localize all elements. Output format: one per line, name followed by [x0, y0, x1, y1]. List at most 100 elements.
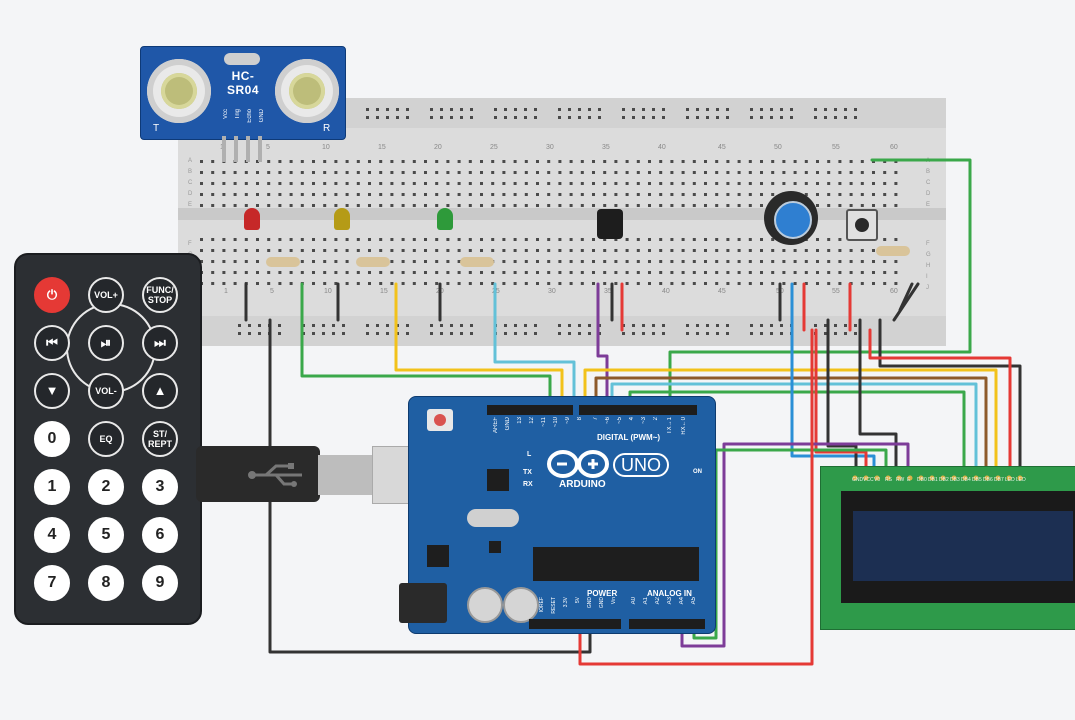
ir-remote[interactable]: ⏻ VOL+ FUNC/ STOP ⏮ ⏯ ⏭ ▼ VOL- ▲ 0 EQ ST… [14, 253, 202, 625]
pin-label: TX→1 [667, 417, 673, 435]
lcd-pin-label: RS [885, 477, 892, 483]
sensor-crystal [224, 53, 260, 65]
remote-st-rept-button[interactable]: ST/ REPT [142, 421, 178, 457]
breadboard-row-letters-right: A B C D E F G H I J [926, 156, 934, 294]
row-letter: I [926, 274, 928, 280]
row-letter: B [188, 169, 193, 175]
lcd-pin-label: LED [1005, 477, 1015, 483]
pin-label: Vin [611, 597, 617, 605]
lcd-pin-label: VCC [863, 477, 874, 483]
arduino-capacitor [467, 587, 503, 623]
led-green[interactable] [437, 208, 453, 230]
pin-label: RESET [551, 597, 557, 614]
usb-cable-plug[interactable] [196, 446, 320, 502]
potentiometer[interactable] [764, 191, 818, 245]
usb-cable-neck [318, 455, 374, 495]
resistor[interactable] [356, 257, 390, 267]
remote-power-button[interactable]: ⏻ [34, 277, 70, 313]
lcd-pin-label: DB3 [950, 477, 960, 483]
pin-label: RX←0 [681, 417, 687, 435]
led-red[interactable] [244, 208, 260, 230]
lcd-pin-label: V0 [874, 477, 881, 483]
row-letter: A [188, 158, 193, 164]
pin-label: ~3 [641, 417, 647, 424]
col-num: 50 [776, 288, 784, 295]
arduino-crystal [467, 509, 519, 527]
row-letter: G [926, 252, 931, 258]
led-yellow[interactable] [334, 208, 350, 230]
remote-digit-3[interactable]: 3 [142, 469, 178, 505]
row-letter: E [188, 202, 193, 208]
pin-label: 8 [577, 417, 583, 421]
pin-label: 7 [593, 417, 599, 421]
remote-down-button[interactable]: ▼ [34, 373, 70, 409]
pin-label: 13 [517, 417, 523, 424]
remote-vol-up-button[interactable]: VOL+ [88, 277, 124, 313]
arduino-microcontroller [533, 547, 699, 581]
remote-digit-9[interactable]: 9 [142, 565, 178, 601]
lcd-display[interactable]: GND VCC V0 RS RW E DB0 DB1 DB2 DB3 DB4 D… [820, 466, 1075, 630]
sensor-transmitter [147, 59, 211, 123]
remote-digit-2[interactable]: 2 [88, 469, 124, 505]
arduino-reset-button[interactable] [427, 409, 453, 431]
arduino-uno-board[interactable]: AREF GND 13 12 ~11 ~10 ~9 8 7 ~6 ~5 4 ~3… [399, 396, 716, 634]
row-letter: F [926, 241, 930, 247]
pin-label: 2 [653, 417, 659, 421]
sensor-pin-label: GND [259, 109, 265, 123]
remote-vol-down-button[interactable]: VOL- [88, 373, 124, 409]
col-num: 5 [266, 144, 270, 151]
push-button[interactable] [846, 209, 878, 241]
remote-prev-button[interactable]: ⏮ [34, 325, 70, 361]
col-num: 40 [658, 144, 666, 151]
row-letter: C [926, 180, 931, 186]
remote-next-button[interactable]: ⏭ [142, 325, 178, 361]
lcd-pin-label: DB5 [972, 477, 982, 483]
remote-digit-5[interactable]: 5 [88, 517, 124, 553]
pin-label: 3.3V [563, 597, 569, 608]
pin-label: 4 [629, 417, 635, 421]
pin-label: ~10 [553, 417, 559, 428]
lcd-pin-label: DB6 [983, 477, 993, 483]
resistor[interactable] [266, 257, 300, 267]
arduino-regulator [427, 545, 449, 567]
arduino-led-rx-label: RX [523, 481, 533, 488]
pin-label: ~11 [541, 417, 547, 427]
remote-play-pause-button[interactable]: ⏯ [88, 325, 124, 361]
arduino-digital-header-right [579, 405, 697, 415]
lcd-screen [853, 511, 1073, 581]
remote-digit-0[interactable]: 0 [34, 421, 70, 457]
remote-up-button[interactable]: ▲ [142, 373, 178, 409]
remote-digit-8[interactable]: 8 [88, 565, 124, 601]
col-num: 60 [890, 288, 898, 295]
remote-digit-1[interactable]: 1 [34, 469, 70, 505]
remote-func-stop-button[interactable]: FUNC/ STOP [142, 277, 178, 313]
lcd-pin-label: DB4 [961, 477, 971, 483]
ir-receiver[interactable] [597, 209, 623, 239]
arduino-usb-chip [487, 469, 509, 491]
lcd-pin-labels: GND VCC V0 RS RW E DB0 DB1 DB2 DB3 DB4 D… [849, 477, 1029, 491]
sensor-r-mark: R [323, 123, 331, 134]
arduino-analog-header [629, 619, 705, 629]
arduino-power-pin-labels: IOREF RESET 3.3V 5V GND GND Vin [539, 597, 629, 619]
resistor[interactable] [876, 246, 910, 256]
sensor-t-mark: T [153, 123, 160, 134]
arduino-infinity-logo-icon [547, 450, 609, 478]
col-num: 15 [380, 288, 388, 295]
remote-digit-7[interactable]: 7 [34, 565, 70, 601]
col-num: 55 [832, 288, 840, 295]
col-num: 25 [490, 144, 498, 151]
pin-label: IOREF [539, 597, 545, 613]
pin-label: A4 [679, 597, 685, 605]
row-letter: D [926, 191, 931, 197]
arduino-brand: ARDUINO [559, 479, 606, 490]
arduino-led-l-label: L [527, 451, 532, 458]
pin-label: 12 [529, 417, 535, 424]
col-num: 35 [602, 144, 610, 151]
ultrasonic-sensor[interactable]: HC-SR04 Vcc Trig Echo GND T R [140, 46, 346, 140]
arduino-power-jack[interactable] [399, 583, 447, 623]
remote-digit-6[interactable]: 6 [142, 517, 178, 553]
resistor[interactable] [460, 257, 494, 267]
remote-eq-button[interactable]: EQ [88, 421, 124, 457]
remote-digit-4[interactable]: 4 [34, 517, 70, 553]
